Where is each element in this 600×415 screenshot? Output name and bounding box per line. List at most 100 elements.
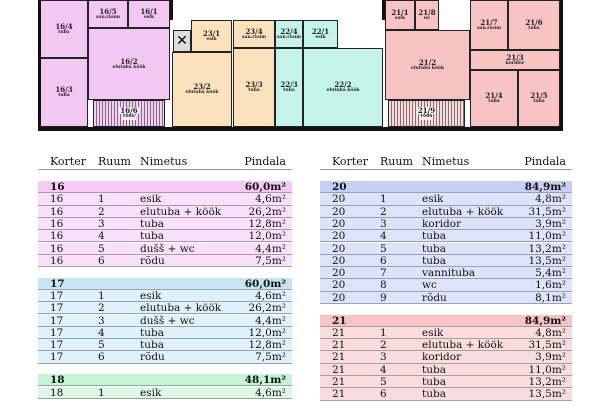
cell: 3 <box>380 217 387 230</box>
wall <box>38 0 41 130</box>
cell: tuba <box>140 339 164 352</box>
cell: 16 <box>50 230 64 243</box>
cell: 17 <box>50 302 64 315</box>
room-name: tuba <box>283 88 295 94</box>
wall <box>38 127 563 131</box>
cell: 13,2m² <box>528 376 566 388</box>
room-number: 21/8 <box>418 7 436 17</box>
cell: esik <box>140 193 162 206</box>
cell: 31,5m² <box>528 339 566 352</box>
room-name: elutuba köök <box>326 88 360 94</box>
cell: 2 <box>380 339 387 352</box>
cell: 7,5m² <box>255 254 286 267</box>
cell: 7 <box>380 267 387 280</box>
cell: 21 <box>332 314 347 327</box>
cell: 5,4m² <box>535 267 566 280</box>
room-name: esik <box>143 14 155 20</box>
cell: 20 <box>332 205 346 218</box>
cell: 11,0m² <box>528 230 566 243</box>
cell: tuba <box>422 376 446 388</box>
room-number: 16/3 <box>55 85 73 95</box>
room-name: rõdu <box>419 114 434 120</box>
room-name: san.ruum <box>96 14 120 20</box>
cell: 17 <box>50 289 64 302</box>
cell: 13,5m² <box>528 388 566 401</box>
cell: 20 <box>332 267 346 280</box>
room-number: 16/5 <box>99 6 117 16</box>
cell: 60,0m² <box>244 277 286 290</box>
cell: 17 <box>50 351 64 364</box>
room-number: 21/2 <box>418 57 437 67</box>
cell: 17 <box>50 326 64 339</box>
cell: 7,5m² <box>255 351 286 364</box>
cell: wc <box>422 279 437 292</box>
cell: 1 <box>98 289 105 302</box>
cell: elutuba + köök <box>422 205 504 218</box>
room-name: tuba <box>58 29 70 35</box>
cell: rõdu <box>140 254 165 267</box>
cell: 21 <box>332 376 346 388</box>
wall <box>170 0 173 20</box>
cell: 12,0m² <box>248 230 286 243</box>
room-name: tuba <box>528 25 540 31</box>
cell: 18 <box>50 386 64 399</box>
apartment-total-row: 17 60,0m² <box>38 277 292 290</box>
column-header: Ruum <box>380 155 413 168</box>
column-header: Pindala <box>524 155 566 168</box>
room-name: wc <box>423 15 431 21</box>
cell: 4,8m² <box>535 326 566 339</box>
room-number: 22/2 <box>334 80 352 90</box>
cell: 3,9m² <box>535 217 566 230</box>
cell: tuba <box>422 242 446 255</box>
wall <box>560 0 563 130</box>
cell: 5 <box>98 242 105 255</box>
cell: elutuba + köök <box>140 205 222 218</box>
cell: 17 <box>50 277 65 290</box>
cell: dušš + wc <box>140 314 195 327</box>
cell: 21 <box>332 339 346 352</box>
cell: elutuba + köök <box>140 302 222 315</box>
room-number: 22/3 <box>280 80 298 90</box>
cell: tuba <box>140 326 164 339</box>
cell: 5 <box>380 242 387 255</box>
cell: 1 <box>98 193 105 206</box>
cell: 16 <box>50 217 64 230</box>
room-name: elutuba köök <box>112 64 146 70</box>
room-number: 23/2 <box>193 82 211 92</box>
cell: 20 <box>332 181 347 193</box>
cell: rõdu <box>422 291 447 304</box>
room-name: tuba <box>58 93 70 99</box>
cell: 3 <box>98 314 105 327</box>
cell: tuba <box>140 230 164 243</box>
cell: 3 <box>98 217 105 230</box>
cell: 12,8m² <box>248 217 286 230</box>
room-number: 16/4 <box>55 21 73 31</box>
room-number: 21/3 <box>506 52 524 62</box>
cell: 21 <box>332 326 346 339</box>
